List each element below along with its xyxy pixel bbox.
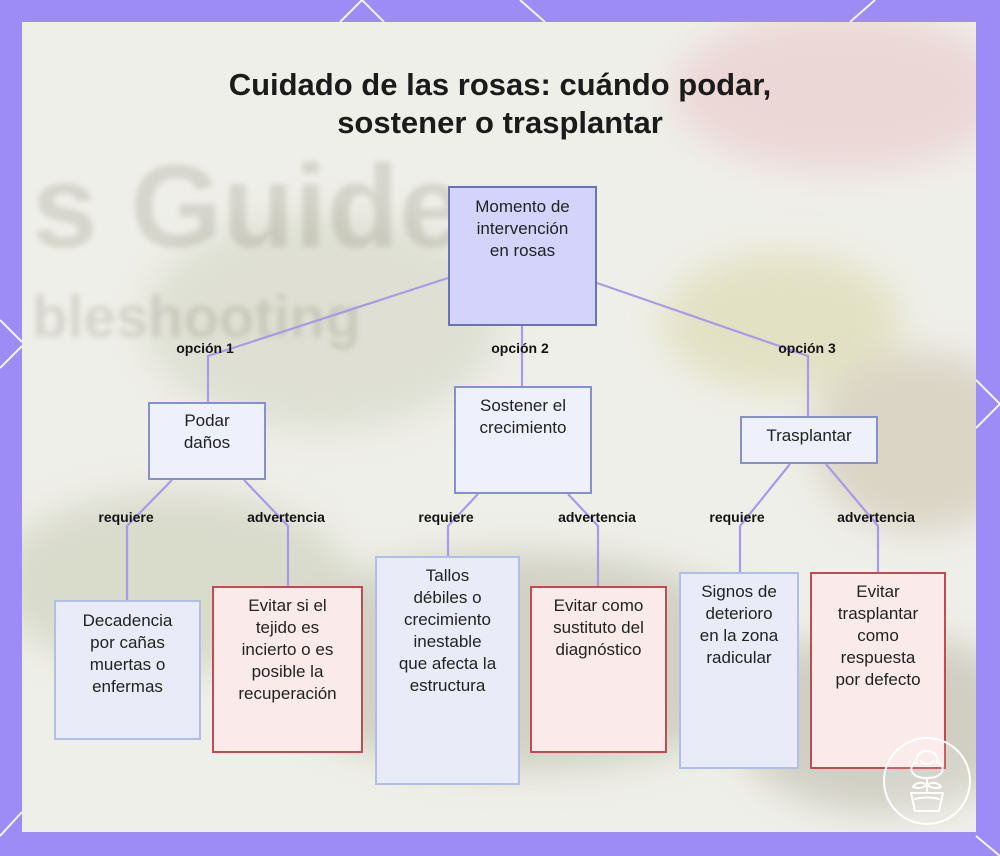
node-podar: Podar daños — [148, 402, 266, 480]
node-sostener: Sostener el crecimiento — [454, 386, 592, 494]
node-sostener-advertencia-label: Evitar como sustituto del diagnóstico — [553, 596, 644, 659]
node-trasplantar-advertencia: Evitar trasplantar como respuesta por de… — [810, 572, 946, 769]
background-small-text: bleshooting — [32, 285, 361, 350]
node-podar-label: Podar daños — [183, 411, 231, 452]
node-root-label: Momento de intervención en rosas — [475, 197, 570, 260]
rose-in-pot-icon — [883, 737, 971, 825]
edge-label-opcion-2: opción 2 — [491, 340, 549, 356]
title-line-1: Cuidado de las rosas: cuándo podar, — [228, 67, 772, 102]
node-root: Momento de intervención en rosas — [448, 186, 597, 326]
node-podar-advertencia: Evitar si el tejido es incierto o es pos… — [212, 586, 363, 753]
node-trasplantar-requiere-label: Signos de deterioro en la zona radicular — [699, 582, 779, 667]
edge-label-trasplantar-requiere: requiere — [709, 509, 765, 525]
edge-sostener-warn — [567, 493, 600, 586]
node-podar-requiere: Decadencia por cañas muertas o enfermas — [54, 600, 201, 740]
edge-podar-warn — [243, 479, 290, 586]
node-trasplantar-advertencia-label: Evitar trasplantar como respuesta por de… — [835, 582, 921, 689]
node-podar-requiere-label: Decadencia por cañas muertas o enfermas — [82, 611, 173, 696]
edge-label-sostener-requiere: requiere — [418, 509, 474, 525]
edge-label-podar-advertencia: advertencia — [247, 509, 325, 525]
node-sostener-requiere-label: Tallos débiles o crecimiento inestable q… — [398, 566, 497, 695]
node-podar-advertencia-label: Evitar si el tejido es incierto o es pos… — [238, 596, 337, 703]
node-sostener-requiere: Tallos débiles o crecimiento inestable q… — [375, 556, 520, 785]
node-trasplantar-label: Trasplantar — [766, 426, 852, 445]
diagram-title: Cuidado de las rosas: cuándo podar, sost… — [150, 66, 850, 142]
node-trasplantar-requiere: Signos de deterioro en la zona radicular — [679, 572, 799, 769]
edge-trasplantar-warn — [825, 463, 880, 572]
node-trasplantar: Trasplantar — [740, 416, 878, 464]
edge-label-podar-requiere: requiere — [98, 509, 154, 525]
edge-label-sostener-advertencia: advertencia — [558, 509, 636, 525]
edge-trasplantar-req — [738, 463, 791, 572]
background-large-text: s Guide — [32, 141, 465, 273]
node-sostener-advertencia: Evitar como sustituto del diagnóstico — [530, 586, 667, 753]
edge-root-trasplantar — [596, 281, 810, 416]
title-line-2: sostener o trasplantar — [337, 105, 663, 140]
edge-label-trasplantar-advertencia: advertencia — [837, 509, 915, 525]
edge-label-opcion-1: opción 1 — [176, 340, 234, 356]
edge-label-opcion-3: opción 3 — [778, 340, 836, 356]
edge-root-podar — [206, 276, 449, 402]
edge-podar-req — [125, 479, 173, 600]
edge-sostener-req — [446, 493, 479, 556]
node-sostener-label: Sostener el crecimiento — [479, 396, 567, 437]
